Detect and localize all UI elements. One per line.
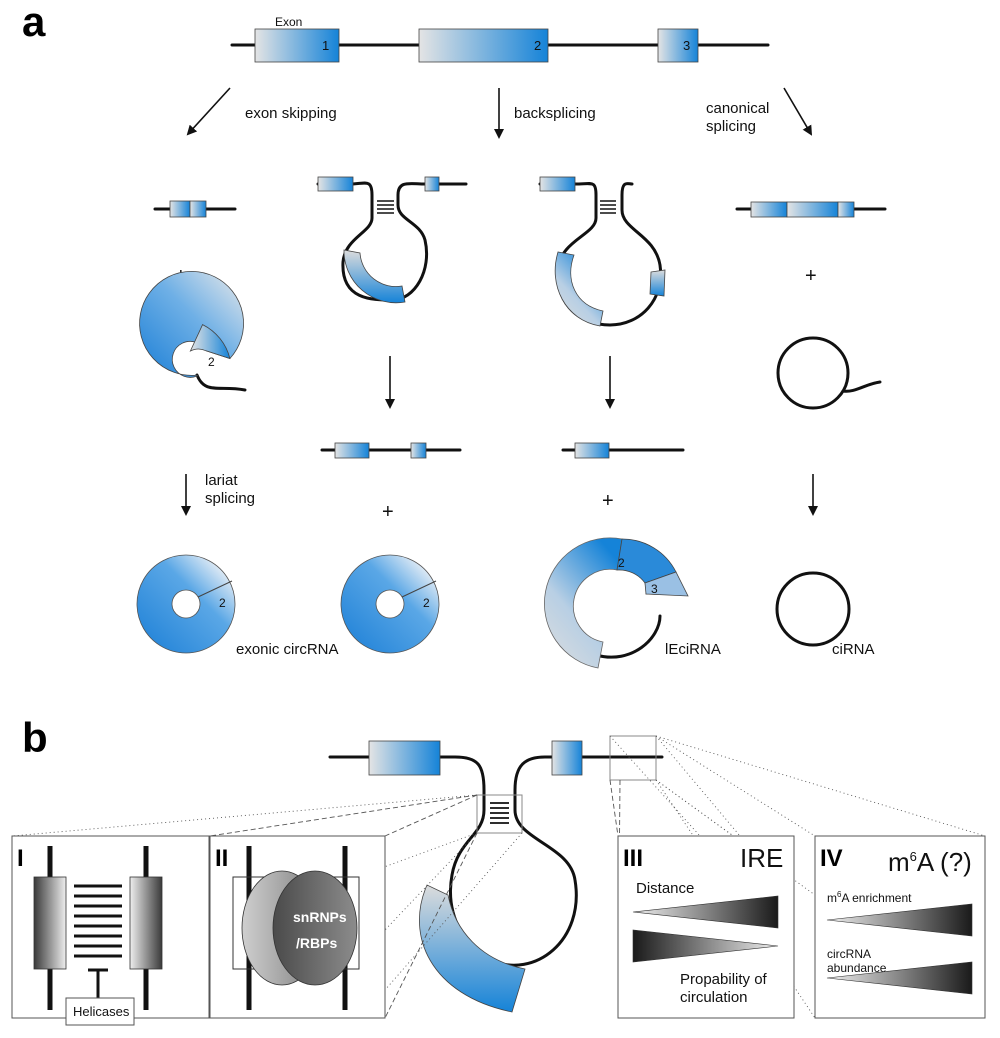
exon-1-number: 1	[322, 38, 329, 53]
exon-2	[418, 28, 549, 63]
arrow-canonical-splicing	[783, 87, 813, 136]
label-backsplicing: backsplicing	[514, 105, 596, 122]
canonical-mrna	[735, 201, 887, 218]
exonic-circrna-1: 2	[136, 554, 236, 654]
plus-2: +	[382, 501, 394, 523]
svg-text:3: 3	[651, 582, 658, 596]
panel-a-label: a	[22, 0, 46, 45]
exon-label: Exon	[275, 15, 302, 29]
inset-I-base-pairing: I Helicases	[11, 835, 210, 1026]
lariat-exon-2-number: 2	[208, 355, 215, 369]
label-eicirna: lEciRNA	[665, 641, 721, 658]
inset-II-rbp-bridging: II snRNPs /RBPs	[209, 835, 386, 1019]
exonic-circrna-2: 2	[340, 554, 440, 654]
label-lariat-line1: lariat	[205, 472, 238, 489]
spliced-mrna-col2	[320, 442, 462, 459]
exon-3	[657, 28, 699, 63]
inset-III-roman: III	[623, 845, 643, 872]
lariat-intermediate: 2	[139, 271, 247, 392]
exon-1	[254, 28, 340, 63]
exon-2-number: 2	[534, 38, 541, 53]
inset-III-prob-line1: Propability of	[680, 971, 768, 988]
svg-text:2: 2	[423, 596, 430, 610]
spliced-mrna-col3	[561, 442, 685, 459]
label-canonical-line1: canonical	[706, 100, 769, 117]
inset-II-roman: II	[215, 845, 228, 872]
cirna-circle	[775, 571, 851, 647]
svg-text:2: 2	[618, 556, 625, 570]
inset-III-ire: III IRE Distance Propability of circulat…	[617, 835, 795, 1019]
inset-I-roman: I	[17, 845, 24, 872]
label-exonic-circrna: exonic circRNA	[236, 641, 339, 658]
pre-mrna-gene: Exon 1 2 3	[230, 15, 770, 63]
inset-IV-roman: IV	[820, 845, 843, 872]
central-backsplice-structure	[328, 735, 664, 1013]
panel-b-label: b	[22, 714, 48, 761]
label-exon-skipping: exon skipping	[245, 105, 337, 122]
inset-IV-abund-line2: abundance	[827, 961, 887, 975]
inset-III-distance: Distance	[636, 880, 694, 897]
inset-IV-m6a-enrichment: m6A enrichment	[827, 890, 912, 905]
exon-3-number: 3	[683, 38, 690, 53]
skipped-mrna	[153, 200, 237, 218]
inset-I-helicases: Helicases	[73, 1004, 130, 1019]
plus-3: +	[602, 490, 614, 512]
inset-III-prob-line2: circulation	[680, 989, 748, 1006]
inset-II-snrnps: snRNPs	[293, 909, 347, 925]
svg-text:2: 2	[219, 596, 226, 610]
backsplice-intermediate-1	[316, 176, 468, 304]
intron-lariat	[776, 336, 882, 410]
arrow-exon-skipping	[186, 87, 231, 136]
label-lariat-line2: splicing	[205, 490, 255, 507]
plus-4: +	[805, 265, 817, 287]
label-canonical-line2: splicing	[706, 118, 756, 135]
inset-III-title: IRE	[740, 843, 783, 873]
zoom-guide-lines	[11, 735, 986, 1019]
inset-IV-title: m6A (?)	[888, 847, 972, 877]
inset-II-rbps: /RBPs	[296, 935, 337, 951]
inset-IV-m6a: IV m6A (?) m6A enrichment circRNA abunda…	[814, 835, 986, 1019]
backsplice-intermediate-2	[538, 176, 666, 327]
eicirna: 2 3	[544, 537, 689, 669]
inset-IV-abund-line1: circRNA	[827, 947, 871, 961]
label-cirna: ciRNA	[832, 641, 875, 658]
